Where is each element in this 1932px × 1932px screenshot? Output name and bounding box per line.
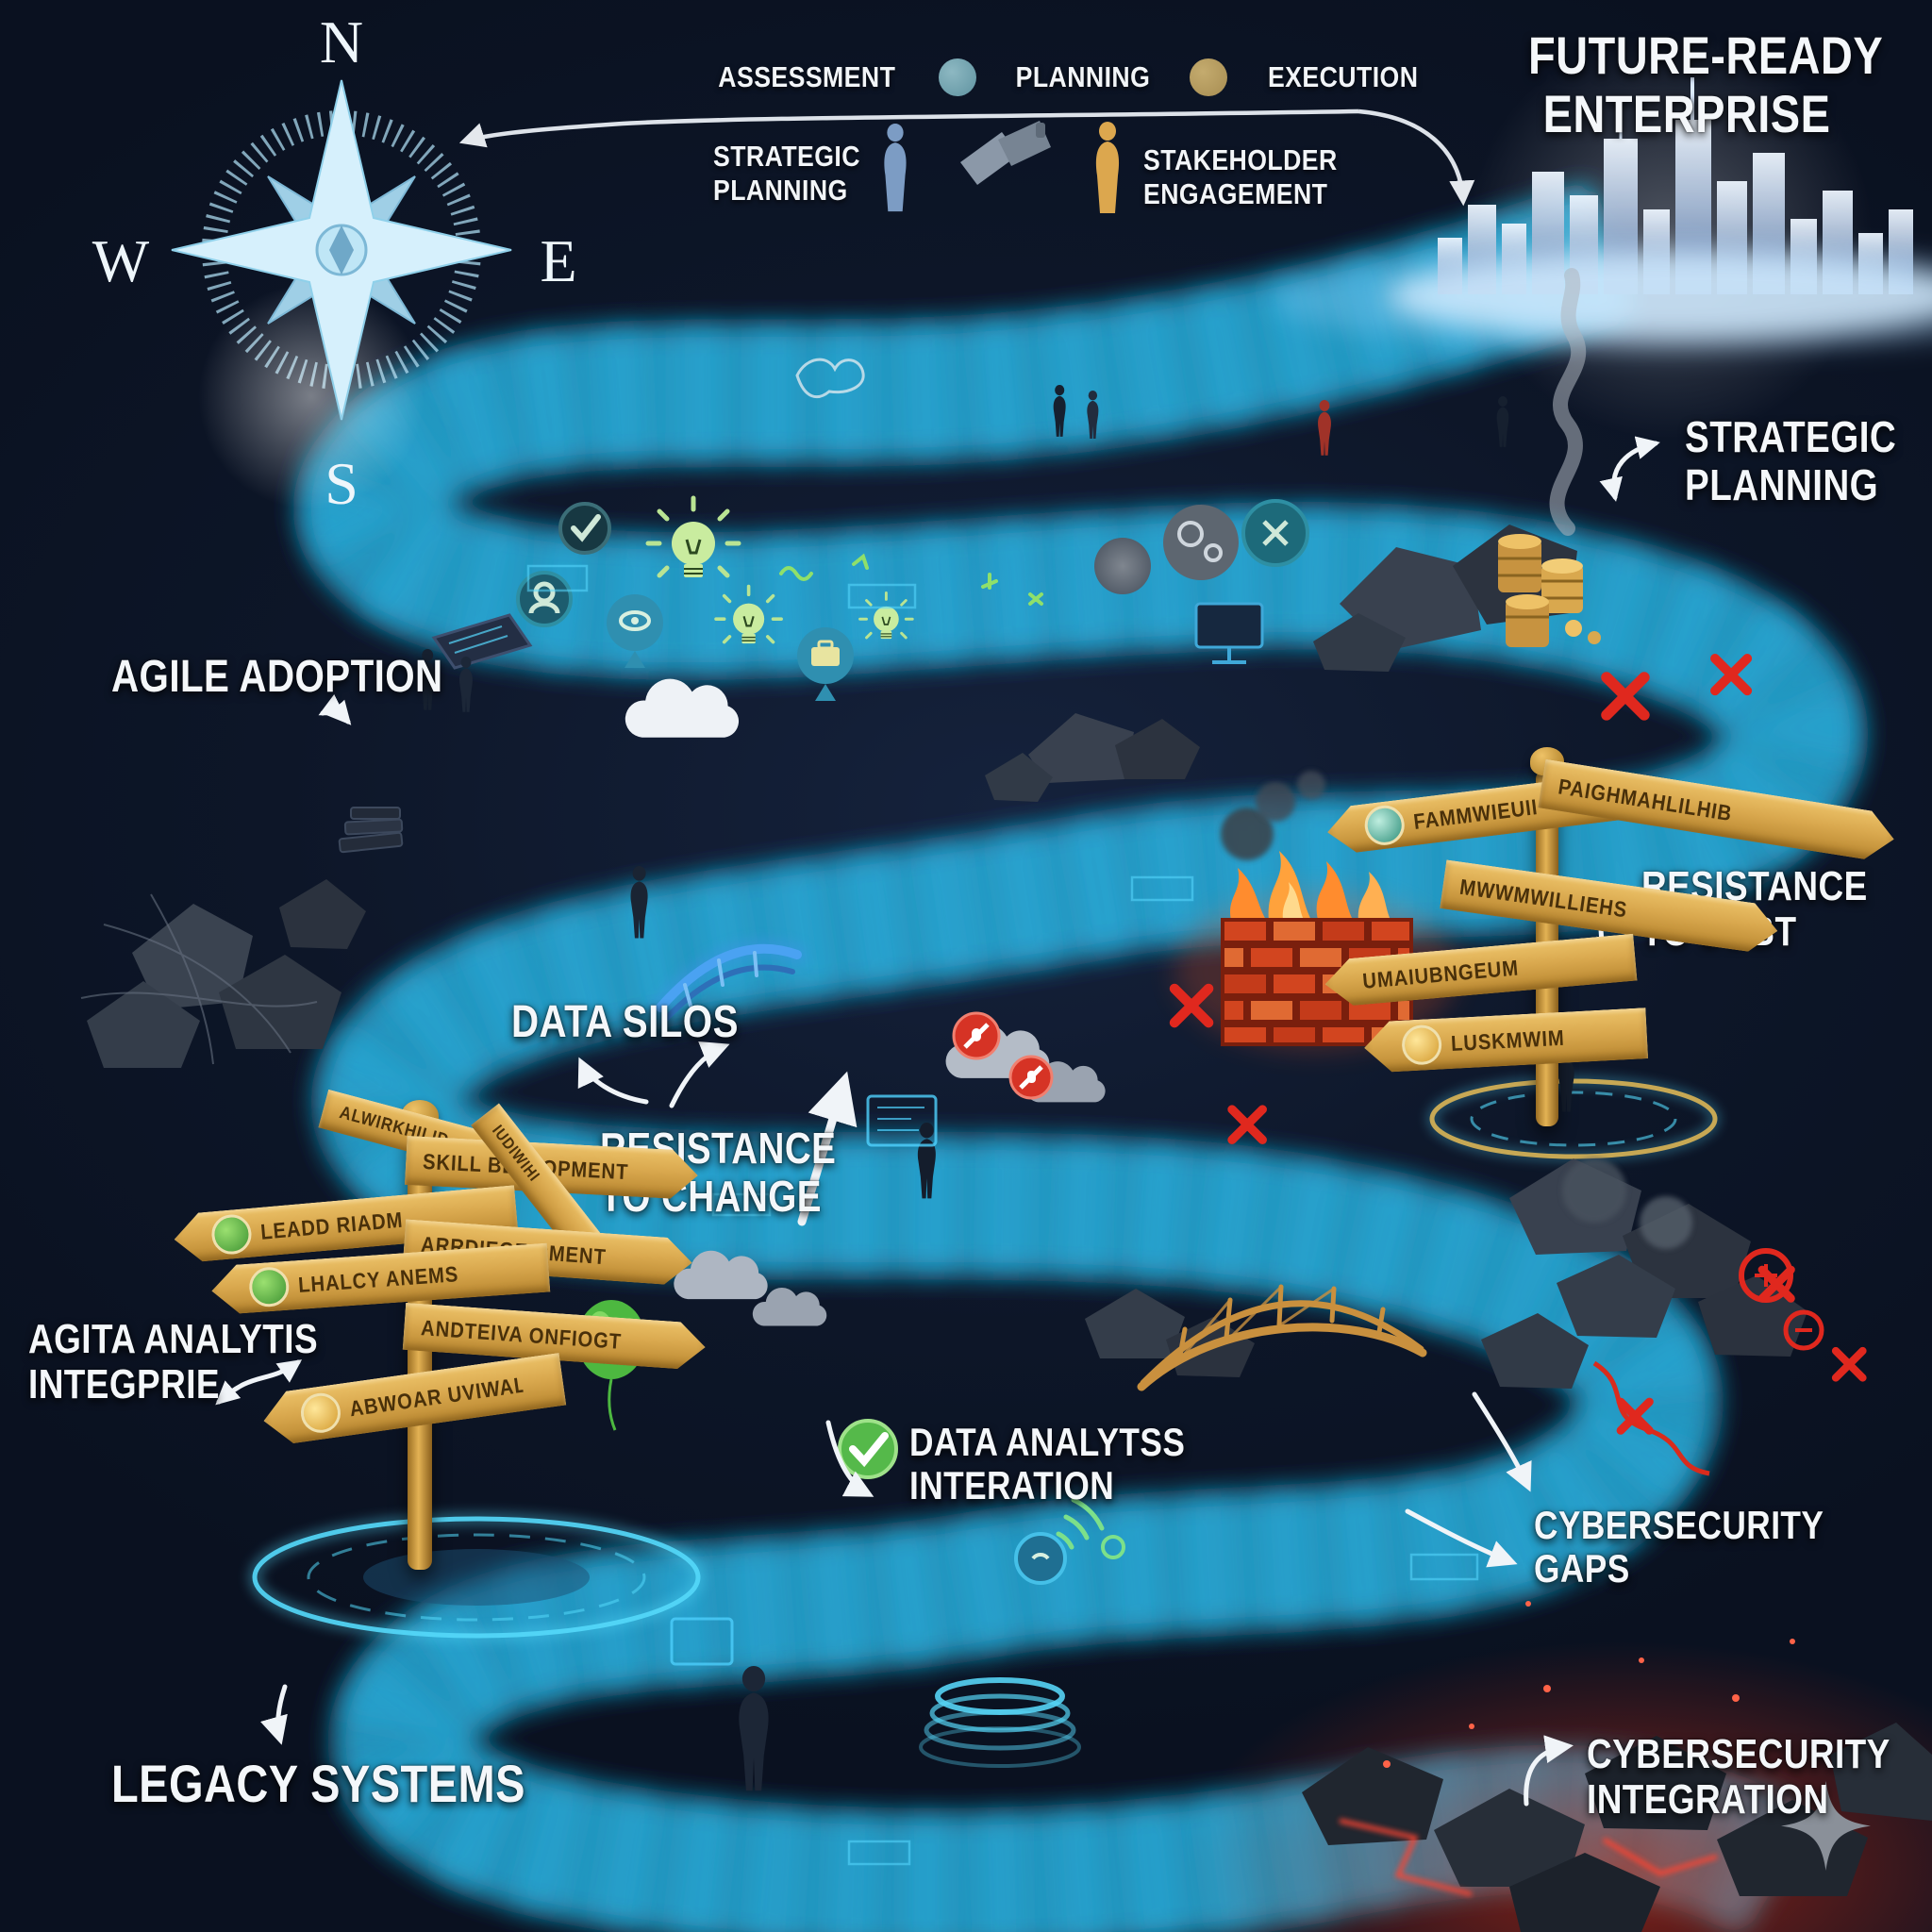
smoke-wisp [1549, 268, 1587, 536]
alert-badges [952, 1011, 1054, 1100]
compass-west-label: W [92, 227, 150, 294]
transformation-road [367, 237, 1793, 1932]
label-cybersecurity-integration: CYBERSECURITY INTEGRATION [1587, 1731, 1890, 1824]
annotation-arrows [215, 436, 1660, 1807]
idea-icon-cluster [516, 498, 1043, 701]
banner-flags-icon [960, 121, 1051, 185]
map-pin-eye-icon [607, 594, 663, 668]
coil-rings [919, 1677, 1081, 1768]
rock-cluster-top-right [1313, 525, 1577, 672]
label-cybersecurity-gaps: CYBERSECURITY GAPS [1534, 1503, 1824, 1591]
label-agita-analytis-integprie: AGITA ANALYTIS INTEGPRIE [28, 1316, 319, 1408]
execution-dot-icon [1189, 58, 1227, 96]
wifi-pin [1014, 1497, 1125, 1585]
rock-cluster-right-mid [1481, 1158, 1807, 1389]
holo-panels [526, 564, 1479, 1866]
legend-role-strategic-planning: STRATEGIC PLANNING [713, 140, 860, 207]
people-figures [420, 385, 1574, 1791]
hologram-pad-right [1427, 1076, 1720, 1161]
rock-cluster-left [80, 879, 366, 1068]
legend-role-stakeholder-engagement: STAKEHOLDER ENGAGEMENT [1143, 143, 1338, 210]
map-pin-briefcase-icon [797, 627, 854, 701]
compass-east-label: E [540, 227, 576, 294]
label-strategic-planning: STRATEGIC PLANNING [1685, 412, 1897, 509]
destination-title: FUTURE-READY ENTERPRISE [1528, 25, 1884, 143]
legend-phase-execution: EXECUTION [1267, 60, 1418, 93]
sign-badge-gold-icon [1401, 1024, 1442, 1066]
gold-barrel-stack [1498, 534, 1601, 647]
gadget-cluster [1094, 499, 1309, 664]
sign-badge-green-icon [210, 1213, 254, 1257]
dove-doodle [795, 358, 865, 399]
label-data-silos: DATA SILOS [511, 997, 739, 1047]
compass-north-label: N [320, 8, 363, 75]
strategic-planning-person-icon [884, 123, 907, 212]
truss-bridge-gold [1137, 1284, 1427, 1391]
sign-badge-gold-icon [298, 1391, 342, 1435]
legend-connector-arrows [458, 108, 1475, 207]
sign-badge-teal-icon [1362, 803, 1407, 847]
compass-rose: N W E S [92, 8, 577, 517]
success-check-icon [838, 1419, 898, 1479]
legend-phases: ASSESSMENT PLANNING EXECUTION [704, 58, 1430, 96]
label-agile-adoption: AGILE ADOPTION [111, 652, 443, 702]
tablet-doodle [431, 613, 533, 670]
sign-badge-green-icon [248, 1266, 291, 1308]
label-legacy-systems: LEGACY SYSTEMS [111, 1754, 525, 1813]
legend-phase-assessment: ASSESSMENT [718, 60, 896, 93]
white-cloud [625, 678, 740, 738]
book-stack [338, 807, 404, 854]
assessment-dot-icon [938, 58, 976, 96]
legend-phase-planning: PLANNING [1015, 60, 1150, 93]
stakeholder-person-icon [1095, 122, 1120, 213]
rock-cluster-top-center [985, 713, 1200, 802]
data-bridge-blue [650, 938, 808, 1022]
label-data-analytss-interation: DATA ANALYTSS INTERATION [909, 1420, 1186, 1508]
compass-south-label: S [325, 450, 358, 517]
